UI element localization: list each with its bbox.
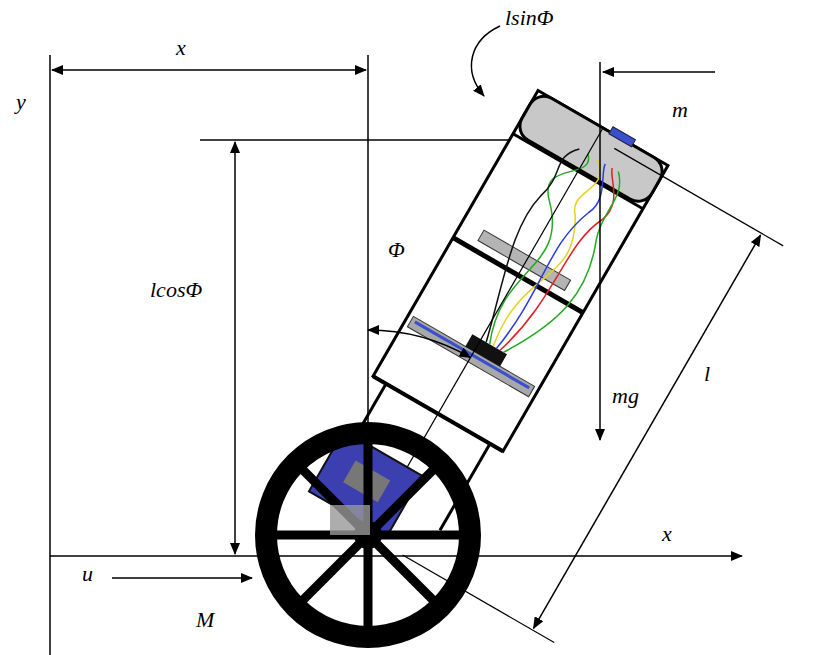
dimension-label: lsinΦ (505, 6, 554, 30)
axis-label: y (16, 90, 26, 114)
mass-label: m (672, 98, 688, 122)
robot-body (303, 85, 792, 642)
gravity-arrow (599, 62, 601, 440)
leader-arrow (471, 26, 500, 96)
force-arrow (112, 577, 252, 579)
lcos-dimension (234, 142, 236, 554)
lsin-dimension (603, 71, 715, 73)
x-axis (50, 555, 742, 557)
force-label: mg (612, 384, 639, 408)
force-label: u (82, 562, 93, 586)
y-axis (49, 55, 51, 655)
x-dimension (52, 69, 366, 71)
axis-label: x (662, 522, 672, 546)
wheel (266, 431, 470, 637)
angle-label: Φ (388, 238, 405, 262)
dimension-label: l (704, 362, 710, 386)
angle-arc (368, 330, 471, 358)
dimension-label: lcosΦ (150, 278, 202, 302)
dimension-label: x (176, 36, 186, 60)
mass-label: M (196, 608, 214, 632)
